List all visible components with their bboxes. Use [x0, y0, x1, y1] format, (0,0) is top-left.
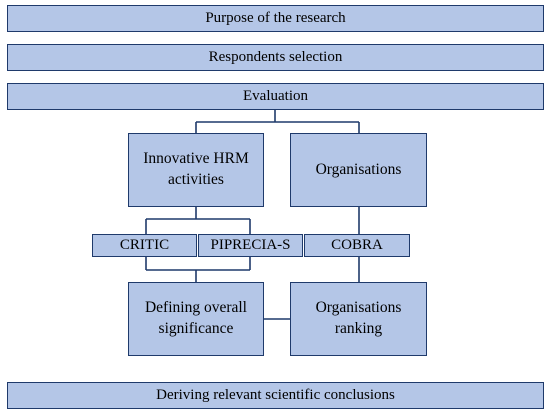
method-critic-label: CRITIC — [119, 237, 170, 254]
step-purpose-label: Purpose of the research — [205, 10, 346, 27]
step-organisations: Organisations — [290, 133, 427, 207]
step-innovative-hrm: Innovative HRM activities — [128, 133, 264, 207]
step-defining-significance: Defining overall significance — [128, 282, 264, 356]
step-organisations-label: Organisations — [315, 160, 402, 178]
step-evaluation-label: Evaluation — [243, 88, 308, 105]
step-organisations-ranking: Organisations ranking — [290, 282, 427, 356]
step-purpose: Purpose of the research — [7, 5, 544, 32]
method-piprecia: PIPRECIA-S — [198, 234, 303, 257]
method-cobra: COBRA — [304, 234, 410, 257]
step-innovative-hrm-label: Innovative HRM activities — [143, 150, 249, 188]
step-conclusions-label: Deriving relevant scientific conclusions — [156, 387, 395, 404]
method-cobra-label: COBRA — [331, 237, 383, 254]
method-critic: CRITIC — [92, 234, 197, 257]
step-respondents: Respondents selection — [7, 44, 544, 71]
step-respondents-label: Respondents selection — [208, 49, 343, 66]
step-conclusions: Deriving relevant scientific conclusions — [7, 382, 544, 409]
step-evaluation: Evaluation — [7, 83, 544, 110]
step-defining-significance-label: Defining overall significance — [144, 299, 247, 337]
method-piprecia-label: PIPRECIA-S — [210, 237, 291, 254]
step-organisations-ranking-label: Organisations ranking — [315, 299, 402, 337]
